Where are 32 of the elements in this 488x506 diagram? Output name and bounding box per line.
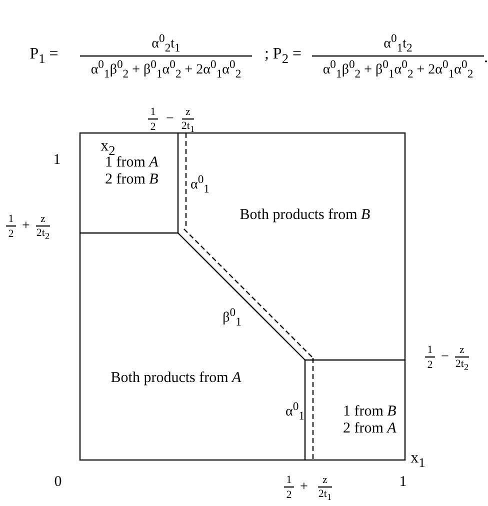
tick-label: 2 bbox=[286, 488, 292, 502]
tick-label: − bbox=[441, 349, 449, 365]
tick-label: − bbox=[166, 111, 174, 127]
tick-label: 2t$_{1}$ bbox=[181, 120, 195, 134]
tick-label: 2 bbox=[427, 358, 433, 372]
tick-label: z bbox=[186, 106, 190, 118]
fraction-numerator: α$^{0}$$_{1}$t$_{2}$ bbox=[384, 32, 412, 56]
equation-term: ; P$_{2}$ = bbox=[264, 46, 302, 66]
tick-label: 1 bbox=[150, 106, 156, 118]
equation-term: P$_{1}$ = bbox=[30, 46, 58, 66]
tick-label: 1 bbox=[427, 344, 433, 356]
tick-label: 1 bbox=[399, 474, 407, 490]
tick-label: 2t$_{2}$ bbox=[36, 226, 50, 242]
tick-label: 1 bbox=[53, 152, 61, 168]
region-label: 1 from B 2 from A bbox=[343, 404, 398, 436]
tick-label: + bbox=[22, 218, 30, 234]
fraction-numerator: α$^{0}$$_{2}$t$_{1}$ bbox=[152, 32, 180, 56]
tick-label: 2 bbox=[150, 120, 156, 134]
tick-label: 1 bbox=[286, 474, 292, 486]
tick-label: 2t$_{1}$ bbox=[318, 488, 332, 502]
tick-label: z bbox=[40, 212, 46, 226]
tick-label: z bbox=[460, 344, 464, 356]
tick-label: z bbox=[322, 474, 328, 486]
tick-label: 2 bbox=[8, 228, 14, 240]
region-label: Both products from B bbox=[240, 206, 370, 224]
tick-label: 1 bbox=[8, 212, 14, 226]
tick-label: + bbox=[300, 479, 308, 495]
axis-label: x$_{1}$ bbox=[410, 450, 426, 470]
equation-term: . bbox=[484, 49, 488, 67]
region-label: Both products from A bbox=[110, 370, 242, 386]
tick-label: 2t$_{2}$ bbox=[455, 358, 469, 372]
tick-label: 0 bbox=[54, 474, 62, 490]
